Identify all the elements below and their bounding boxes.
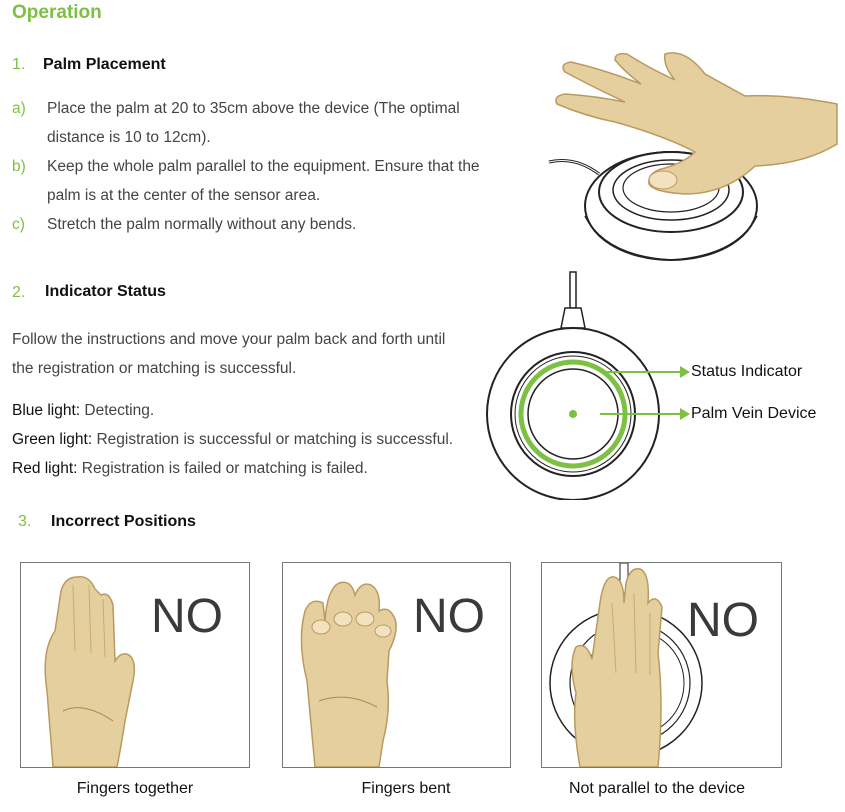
section-heading-indicator-status: Indicator Status	[45, 283, 166, 300]
fingers-bent-hand-icon	[300, 581, 397, 767]
caption-fingers-together: Fingers together	[76, 780, 194, 797]
light-text: Detecting.	[80, 402, 155, 419]
section-heading-palm-placement: Palm Placement	[43, 56, 166, 73]
caption-fingers-bent: Fingers bent	[361, 780, 451, 797]
item-text-line: Place the palm at 20 to 35cm above the d…	[47, 100, 460, 117]
item-text-line: Keep the whole palm parallel to the equi…	[47, 158, 480, 175]
item-letter: b)	[12, 158, 26, 175]
indicator-intro: Follow the instructions and move your pa…	[12, 325, 492, 383]
light-status-list: Blue light: Detecting. Green light: Regi…	[12, 396, 492, 483]
incorrect-position-panel: NO	[20, 562, 250, 768]
list-item: b)	[12, 152, 26, 181]
item-text-line: Stretch the palm normally without any be…	[47, 216, 357, 233]
light-status-red: Red light: Registration is failed or mat…	[12, 454, 492, 483]
intro-line: the registration or matching is successf…	[12, 360, 297, 377]
section-number: 3.	[18, 513, 32, 530]
no-label: NO	[413, 590, 485, 643]
light-status-blue: Blue light: Detecting.	[12, 396, 492, 425]
light-label: Red light:	[12, 460, 78, 477]
palm-vein-device-label: Palm Vein Device	[691, 405, 817, 422]
light-text: Registration is failed or matching is fa…	[77, 460, 368, 477]
list-item-text: Place the palm at 20 to 35cm above the d…	[47, 94, 527, 152]
section-heading-incorrect-positions: Incorrect Positions	[51, 513, 196, 530]
caption-not-parallel: Not parallel to the device	[568, 780, 746, 797]
light-status-green: Green light: Registration is successful …	[12, 425, 492, 454]
light-label: Blue light:	[12, 402, 81, 419]
list-item: a)	[12, 94, 26, 123]
light-text: Registration is successful or matching i…	[92, 431, 454, 448]
section-number: 2.	[12, 284, 26, 301]
intro-line: Follow the instructions and move your pa…	[12, 331, 446, 348]
incorrect-position-panel: NO	[282, 562, 511, 768]
diagram-pointers	[600, 362, 690, 424]
list-item: c)	[12, 210, 25, 239]
section-number: 1.	[12, 56, 26, 73]
palm-placement-illustration	[545, 44, 841, 274]
no-label: NO	[687, 594, 759, 647]
item-letter: a)	[12, 100, 26, 117]
no-label: NO	[151, 590, 223, 643]
page-title: Operation	[12, 2, 102, 23]
item-text-line: distance is 10 to 12cm).	[47, 129, 211, 146]
list-item-text: Keep the whole palm parallel to the equi…	[47, 152, 527, 210]
cable-icon	[569, 271, 577, 309]
incorrect-position-panel: NO	[541, 562, 782, 768]
list-item-text: Stretch the palm normally without any be…	[47, 210, 527, 239]
status-indicator-label: Status Indicator	[691, 363, 803, 380]
item-text-line: palm is at the center of the sensor area…	[47, 187, 321, 204]
light-label: Green light:	[12, 431, 93, 448]
fingers-together-hand-icon	[44, 576, 136, 767]
not-parallel-hand-icon	[549, 563, 703, 767]
sensor-dot	[569, 410, 577, 418]
item-letter: c)	[12, 216, 25, 233]
